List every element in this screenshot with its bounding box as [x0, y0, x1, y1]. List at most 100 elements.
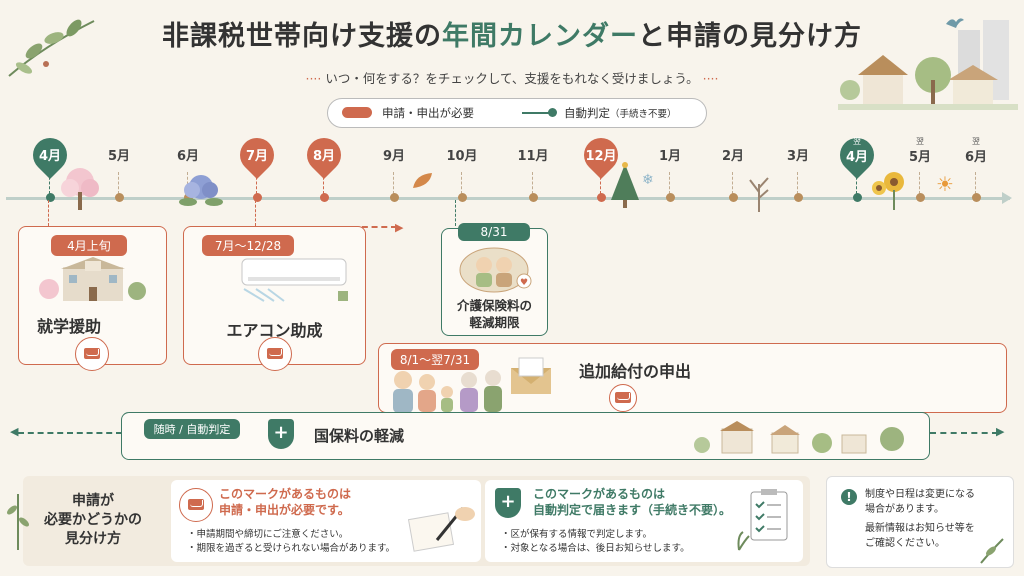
legend-apply-label: 申請・申出が必要 — [382, 106, 474, 120]
school-building-icon — [39, 257, 146, 301]
month-marker: 12月 — [576, 130, 626, 200]
timeline-dot — [666, 193, 675, 202]
month-label: 9月 — [382, 149, 406, 164]
extra-benefit-card: 8/1〜翌7/31 追加給付の申出 — [378, 343, 1007, 413]
school-aid-apply-mail-icon[interactable] — [75, 337, 109, 371]
town-illustration — [838, 20, 1018, 110]
nhi-tag: 随時 / 自動判定 — [144, 419, 240, 439]
legend-auto-label: 自動判定（手続き不要） — [564, 106, 677, 120]
school-aid-date-tag: 4月上旬 — [51, 235, 127, 256]
month-marker: 8月 — [299, 130, 349, 200]
timeline-dot — [46, 193, 55, 202]
month-stem — [797, 172, 798, 194]
auto-mark-shield-icon: + — [495, 488, 521, 518]
sunflower-icon — [872, 172, 904, 210]
auto-panel-notes: ・区が保有する情報で判定します。・対象となる場合は、後日お知らせします。 — [501, 529, 690, 554]
nhi-title: 国保料の軽減 — [314, 427, 405, 445]
how-to-tell-section: 申請が必要かどうかの見分け方 このマークがあるものは申請・申出が必要です。 ・申… — [7, 476, 810, 566]
nhi-range-left — [18, 432, 122, 434]
care-insurance-card: 8/31 ♥ 介護保険料の軽減期限 — [441, 223, 548, 336]
month-stem — [856, 172, 857, 194]
timeline-dot — [529, 193, 538, 202]
hydrangea-icon — [179, 175, 223, 206]
timeline-dot — [794, 193, 803, 202]
month-label: 11月 — [517, 149, 549, 164]
aircon-title: エアコン助成 — [226, 321, 323, 340]
extra-benefit-apply-mail-icon[interactable] — [609, 384, 637, 412]
how-to-tell-heading: 申請が必要かどうかの見分け方 — [44, 493, 142, 547]
extra-benefit-date-tag: 8/1〜翌7/31 — [391, 349, 479, 370]
month-prefix: 翌 — [853, 137, 861, 146]
auto-judgment-panel: + このマークがあるものは自動判定で届きます（手続き不要）。 ・区が保有する情報… — [485, 480, 803, 562]
month-label: 7月 — [245, 149, 269, 164]
month-label: 1月 — [658, 149, 682, 164]
month-stem — [187, 172, 188, 194]
month-marker: 4月 — [25, 130, 75, 200]
month-marker: 1月 — [650, 136, 690, 200]
aircon-subsidy-card: 7月〜12/28 エアコン助成 — [183, 226, 366, 371]
aircon-date-tag: 7月〜12/28 — [202, 235, 294, 256]
month-stem — [49, 172, 50, 194]
month-label: 10月 — [446, 149, 478, 164]
elderly-couple-icon: ♥ — [459, 247, 532, 293]
timeline-axis — [6, 197, 1010, 200]
month-stem — [919, 172, 920, 194]
notice-icon: ! — [841, 489, 857, 505]
letter-envelope-icon — [511, 357, 551, 394]
month-stem — [732, 172, 733, 194]
aircon-arrow-head: ▶ — [395, 221, 404, 234]
timeline-dot — [853, 193, 862, 202]
timeline-dot — [390, 193, 399, 202]
bare-tree-icon — [749, 177, 769, 212]
timeline-dot — [253, 193, 262, 202]
leaf-branch-decoration — [8, 19, 95, 77]
apply-legend-swatch — [342, 107, 372, 118]
notice-text: 制度や日程は変更になる場合があります。 最新情報はお知らせ等をご確認ください。 — [865, 489, 975, 549]
month-marker: 3月 — [778, 136, 818, 200]
leaf-sprig-icon — [980, 538, 1004, 564]
bird-icon — [946, 18, 964, 28]
month-label: 6月 — [176, 149, 200, 164]
month-stem — [256, 172, 257, 194]
timeline-dot — [916, 193, 925, 202]
christmas-tree-icon — [611, 162, 639, 208]
nhi-arrow-left: ◀ — [10, 425, 19, 438]
timeline-dot — [972, 193, 981, 202]
month-stem — [669, 172, 670, 194]
family-icon — [393, 370, 502, 413]
apply-panel-notes: ・申請期間や締切にご注意ください。・期限を過ぎると受けられない場合があります。 — [187, 529, 396, 554]
month-stem — [532, 172, 533, 194]
month-marker: 翌 4月 — [832, 130, 882, 200]
timeline-dot — [184, 193, 193, 202]
month-label: 6月 — [964, 150, 988, 165]
school-aid-title: 就学援助 — [36, 317, 101, 336]
month-label: 12月 — [585, 149, 617, 164]
aircon-apply-mail-icon[interactable] — [258, 337, 292, 371]
apply-required-panel: このマークがあるものは申請・申出が必要です。 ・申請期間や締切にご注意ください。… — [171, 480, 481, 562]
month-stem — [461, 172, 462, 194]
nhi-reduction-card: 随時 / 自動判定 + 国保料の軽減 — [121, 412, 930, 460]
month-marker: 9月 — [374, 136, 414, 200]
timeline-dot — [458, 193, 467, 202]
autumn-leaf-icon — [413, 173, 432, 188]
month-marker: 11月 — [513, 136, 553, 200]
extra-benefit-title: 追加給付の申出 — [579, 362, 692, 381]
svg-text:♥: ♥ — [520, 278, 528, 288]
snowflake-icon: ❄ — [642, 172, 654, 188]
writing-hand-icon — [407, 507, 475, 552]
care-title: 介護保険料の軽減期限 — [456, 298, 532, 330]
houses-illustration — [694, 421, 904, 454]
month-stem — [118, 172, 119, 194]
month-label: 8月 — [312, 149, 336, 164]
care-connector — [455, 200, 456, 226]
auto-legend-dot — [548, 108, 557, 117]
sun-icon: ☀ — [936, 172, 954, 196]
month-label: 3月 — [786, 149, 810, 164]
month-label: 4月 — [845, 150, 869, 165]
air-conditioner-icon — [241, 258, 348, 302]
timeline-dot — [729, 193, 738, 202]
month-stem — [975, 172, 976, 194]
month-stem — [600, 172, 601, 194]
